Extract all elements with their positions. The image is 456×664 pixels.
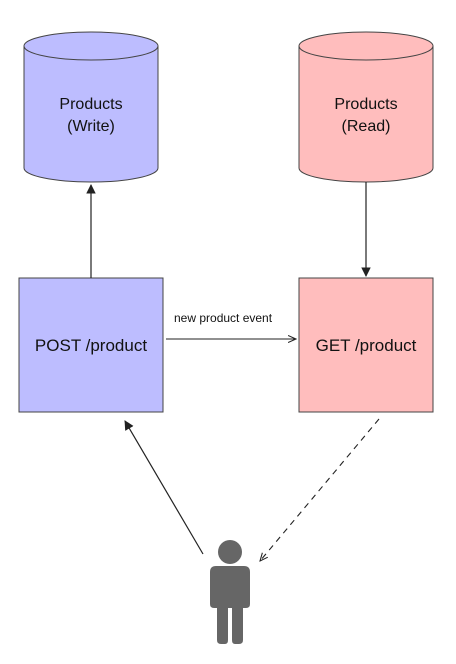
write-db-qualifier: (Write) <box>67 118 115 135</box>
get-product-label: GET /product <box>315 336 417 355</box>
write-db-name: Products <box>59 96 123 113</box>
user-to-post-arrow <box>124 420 204 555</box>
get-product-box <box>298 277 434 413</box>
event-arrow-label: new product event <box>174 311 273 325</box>
person-icon <box>210 540 250 644</box>
post-product-box <box>18 277 164 413</box>
read-db-name: Products <box>334 96 398 113</box>
write-db-label: Products (Write) <box>23 94 159 138</box>
read-db-qualifier: (Read) <box>341 118 391 135</box>
read-db-label: Products (Read) <box>298 94 434 138</box>
read-db-cylinder <box>298 31 434 183</box>
get-to-user-dashed-arrow <box>260 418 380 561</box>
post-product-label: POST /product <box>34 336 148 355</box>
write-db-cylinder <box>23 31 159 183</box>
